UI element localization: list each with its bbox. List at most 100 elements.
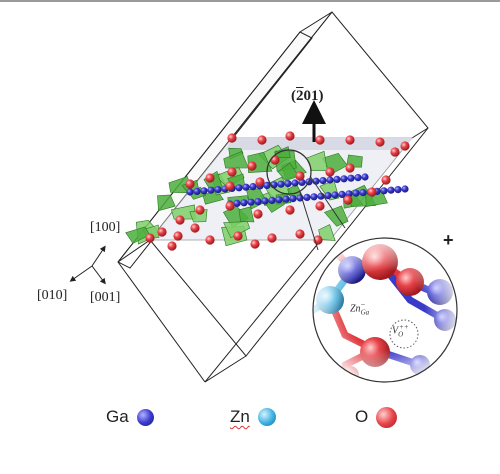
- o-atom: [185, 179, 195, 189]
- top-border: [0, 0, 500, 2]
- o-atom: [367, 187, 377, 197]
- o-atom: [285, 131, 295, 141]
- ga-atom: [359, 189, 367, 197]
- o-atom: [167, 241, 177, 251]
- o-atom: [247, 161, 257, 171]
- surface-plane-label: (201): [291, 88, 324, 104]
- coordination-polyhedron: [323, 205, 349, 227]
- coordination-polyhedron: [157, 194, 176, 212]
- coordination-polyhedron: [318, 224, 336, 241]
- o-atom: [345, 163, 355, 173]
- ga-atom: [324, 192, 332, 200]
- charge-label: +: [443, 230, 454, 250]
- ga-atom-icon: [136, 408, 154, 426]
- ga-atom: [340, 175, 348, 183]
- o-atom: [250, 239, 260, 249]
- o-atom: [295, 229, 305, 239]
- o-atom: [227, 133, 237, 143]
- coordination-polyhedron: [277, 162, 300, 181]
- o-atom: [157, 227, 167, 237]
- ga-atom: [361, 173, 369, 181]
- o-atom: [225, 181, 235, 191]
- o-atom: [195, 205, 205, 215]
- ga-atom: [186, 188, 194, 196]
- ga-atom: [303, 193, 311, 201]
- o-atom: [173, 231, 183, 241]
- ga-atom: [249, 183, 257, 191]
- ga-atom: [380, 187, 388, 195]
- legend-label-o: O: [355, 407, 369, 426]
- o-atom: [227, 167, 237, 177]
- zoom-connector-line: [309, 175, 346, 229]
- ga-atom: [331, 191, 339, 199]
- o-atom: [257, 135, 267, 145]
- ga-atom: [333, 175, 341, 183]
- ga-atom: [261, 197, 269, 205]
- legend-o: O: [355, 402, 398, 432]
- ga-atom: [263, 181, 271, 189]
- crystal-slab: [125, 131, 413, 251]
- o-atom: [205, 235, 215, 245]
- zoom-connector-line: [299, 191, 319, 251]
- o-atom: [381, 175, 391, 185]
- o-atom-icon: [376, 406, 398, 428]
- ga-atom: [401, 185, 409, 193]
- zoom-inset: [312, 237, 458, 383]
- ga-atom: [268, 196, 276, 204]
- ga-atom: [298, 178, 306, 186]
- defect-highlight-circle: [266, 149, 312, 195]
- o-atom: [285, 205, 295, 215]
- ga-atom: [247, 198, 255, 206]
- o-atom: [190, 223, 200, 233]
- ga-atom: [277, 180, 285, 188]
- o-atom: [267, 233, 277, 243]
- o-atom: [233, 231, 243, 241]
- o-atom: [315, 135, 325, 145]
- ga-atom: [282, 195, 290, 203]
- axis-label-001: [001]: [90, 290, 121, 305]
- zn-defect-label: ZnGa−: [350, 300, 370, 317]
- ga-atom: [319, 177, 327, 185]
- ga-atom: [242, 183, 250, 191]
- o-atom: [145, 233, 155, 243]
- ga-atom: [394, 186, 402, 194]
- o-atom: [343, 195, 353, 205]
- o-atom: [325, 167, 335, 177]
- ga-atom: [240, 199, 248, 207]
- o-atom: [315, 201, 325, 211]
- ga-atom: [387, 186, 395, 194]
- o-atom: [255, 177, 265, 187]
- o-atom: [270, 155, 280, 165]
- ga-atom: [284, 180, 292, 188]
- ga-atom: [354, 174, 362, 182]
- ga-atom: [275, 196, 283, 204]
- ga-atom: [347, 174, 355, 182]
- ga-atom: [235, 184, 243, 192]
- ga-atom: [214, 186, 222, 194]
- axis-triad: [69, 245, 106, 285]
- legend-label-zn: Zn: [230, 407, 250, 426]
- coordination-polyhedron: [125, 226, 151, 244]
- axis-label-010: [010]: [37, 288, 68, 303]
- ga-atom: [193, 187, 201, 195]
- legend-label-ga: Ga: [106, 407, 129, 426]
- ga-atom: [352, 189, 360, 197]
- o-atom: [205, 173, 215, 183]
- zn-atom-icon: [257, 408, 276, 426]
- o-atom: [345, 135, 355, 145]
- o-atom: [253, 209, 263, 219]
- o-atom: [175, 215, 185, 225]
- o-atom: [375, 137, 385, 147]
- ga-atom: [207, 186, 215, 194]
- ga-atom: [233, 199, 241, 207]
- ga-atom: [338, 190, 346, 198]
- ga-atom: [289, 195, 297, 203]
- o-atom: [295, 171, 305, 181]
- o-atom: [225, 201, 235, 211]
- legend-ga: Ga: [106, 402, 154, 432]
- legend-zn: Zn: [230, 402, 276, 432]
- ga-atom: [326, 176, 334, 184]
- ga-atom: [310, 193, 318, 201]
- axis-label-100: [100]: [90, 220, 121, 235]
